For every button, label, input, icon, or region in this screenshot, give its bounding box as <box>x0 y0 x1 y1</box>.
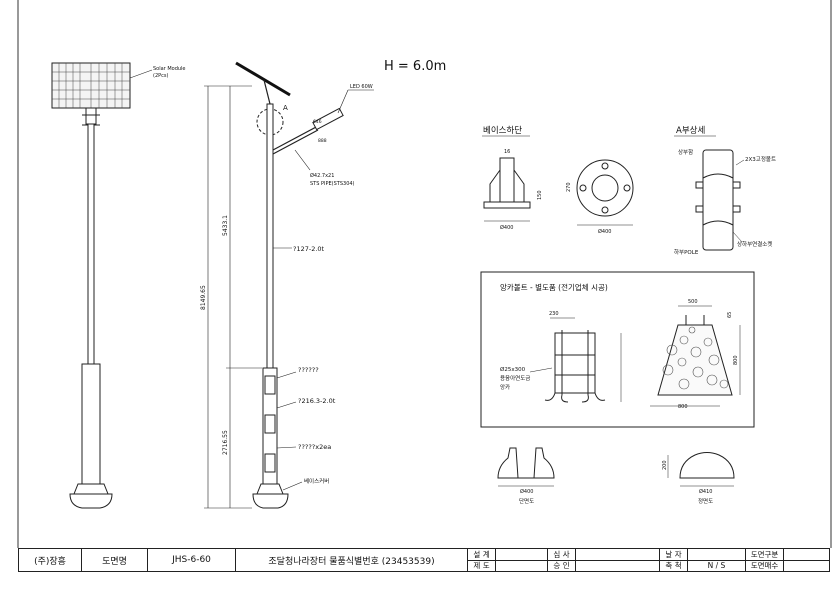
base-dim-bottom: Ø400 <box>500 224 513 231</box>
sheets-value <box>783 560 829 571</box>
pipe-dim: Ø42.7x21 <box>310 172 334 179</box>
base-dim-side: 150 <box>537 190 543 200</box>
anchor-dim-500: 500 <box>688 299 698 305</box>
anchor-title: 앙카볼트 - 별도품 (전기업체 시공) <box>500 282 608 292</box>
base-plan-side: 270 <box>566 182 572 192</box>
company-cell: (주)장흥 <box>34 556 66 567</box>
anchor-bolt-panel: 앙카볼트 - 별도품 (전기업체 시공) 230 Ø25x300 용융아연도금 … <box>480 271 755 428</box>
approve-label: 승 인 <box>547 560 575 571</box>
pole-front-view: Solar Module (2Pcs) <box>51 62 186 509</box>
a-bottom-label: 하부POLE <box>674 248 699 256</box>
a-detail-title: A부상세 <box>676 125 705 136</box>
solar-module-sub: (2Pcs) <box>153 73 169 79</box>
dim-lower: 2716.55 <box>222 430 229 455</box>
a-joint-label: 상하부연결소켓 <box>737 240 772 248</box>
base-cover-views: Ø400 단면도 200 Ø410 정면도 <box>497 447 735 505</box>
cover-right-caption: 정면도 <box>698 497 713 505</box>
category-value <box>783 549 829 560</box>
technical-drawing: Solar Module (2Pcs) A LED 60W <box>17 0 832 548</box>
a-top-label: 상부함 <box>678 148 693 156</box>
base-detail-title: 베이스하단 <box>483 125 522 136</box>
anchor-spec-2: 용융아연도금 <box>500 374 530 382</box>
cover-left-dim: Ø400 <box>520 488 533 495</box>
height-label: H = 6.0m <box>384 59 446 74</box>
dim-upper: 5433.1 <box>222 215 229 236</box>
base-detail: 베이스하단 16 150 Ø400 270 Ø400 <box>482 125 634 235</box>
approve-value <box>575 560 659 571</box>
led-label: LED 60W <box>350 84 373 90</box>
unknown-note: ?????? <box>298 366 319 374</box>
date-value <box>687 549 745 560</box>
a-detail: A부상세 상부함 2X3고정볼트 하부POLE 상하부연결소켓 <box>674 125 776 256</box>
title-block: (주)장흥 도면명 JHS-6-60 조달청나라장터 물품식별번호 (23453… <box>18 548 830 572</box>
pole-side-view: A LED 60W 646 888 Ø42.7x21 STS PIPE(STS3… <box>200 61 374 509</box>
review-label: 심 사 <box>547 549 575 560</box>
category-label: 도면구분 <box>745 549 783 560</box>
anchor-dim-65: 65 <box>727 312 733 318</box>
design-label: 설 계 <box>467 549 495 560</box>
anchor-dim-800-side: 800 <box>733 355 739 365</box>
design-value <box>495 549 547 560</box>
arm-dim2: 888 <box>318 138 327 144</box>
a-bolt-label: 2X3고정볼트 <box>745 156 776 163</box>
scale-label: 축 척 <box>659 560 687 571</box>
base-dim-top: 16 <box>504 149 510 155</box>
drafting-value <box>495 560 547 571</box>
anchor-dim-230: 230 <box>549 311 559 317</box>
drawing-title: 조달청나라장터 물품식별번호 (23453539) <box>235 549 467 571</box>
anchor-dim-800-bottom: 800 <box>678 404 688 410</box>
base-cover-label: 베이스커버 <box>304 477 329 485</box>
upper-tube-label: ?127-2.0t <box>293 245 325 253</box>
pipe-label: STS PIPE(STS304) <box>310 181 355 187</box>
date-label: 날 자 <box>659 549 687 560</box>
cover-right-dim-h: 200 <box>662 460 668 470</box>
cover-right-dim: Ø410 <box>699 488 712 495</box>
drafting-label: 제 도 <box>467 560 495 571</box>
sheets-label: 도면매수 <box>745 560 783 571</box>
base-plan-bottom: Ø400 <box>598 228 611 235</box>
anchor-spec-3: 앙카 <box>500 383 510 391</box>
dim-total: 8149.65 <box>200 285 207 310</box>
anchor-spec-1: Ø25x300 <box>500 366 526 373</box>
hinge-label: ?????x2ea <box>298 443 331 451</box>
lower-tube-label: ?216.3-2.0t <box>298 397 336 405</box>
solar-module-label: Solar Module <box>153 66 186 72</box>
detail-a-mark: A <box>283 104 288 112</box>
scale-value: N / S <box>687 560 745 571</box>
review-value <box>575 549 659 560</box>
drawing-code: JHS-6-60 <box>147 549 235 571</box>
drawing-name-label: 도면명 <box>81 549 147 571</box>
arm-dim: 646 <box>313 119 322 125</box>
cover-left-caption: 단면도 <box>519 497 534 505</box>
